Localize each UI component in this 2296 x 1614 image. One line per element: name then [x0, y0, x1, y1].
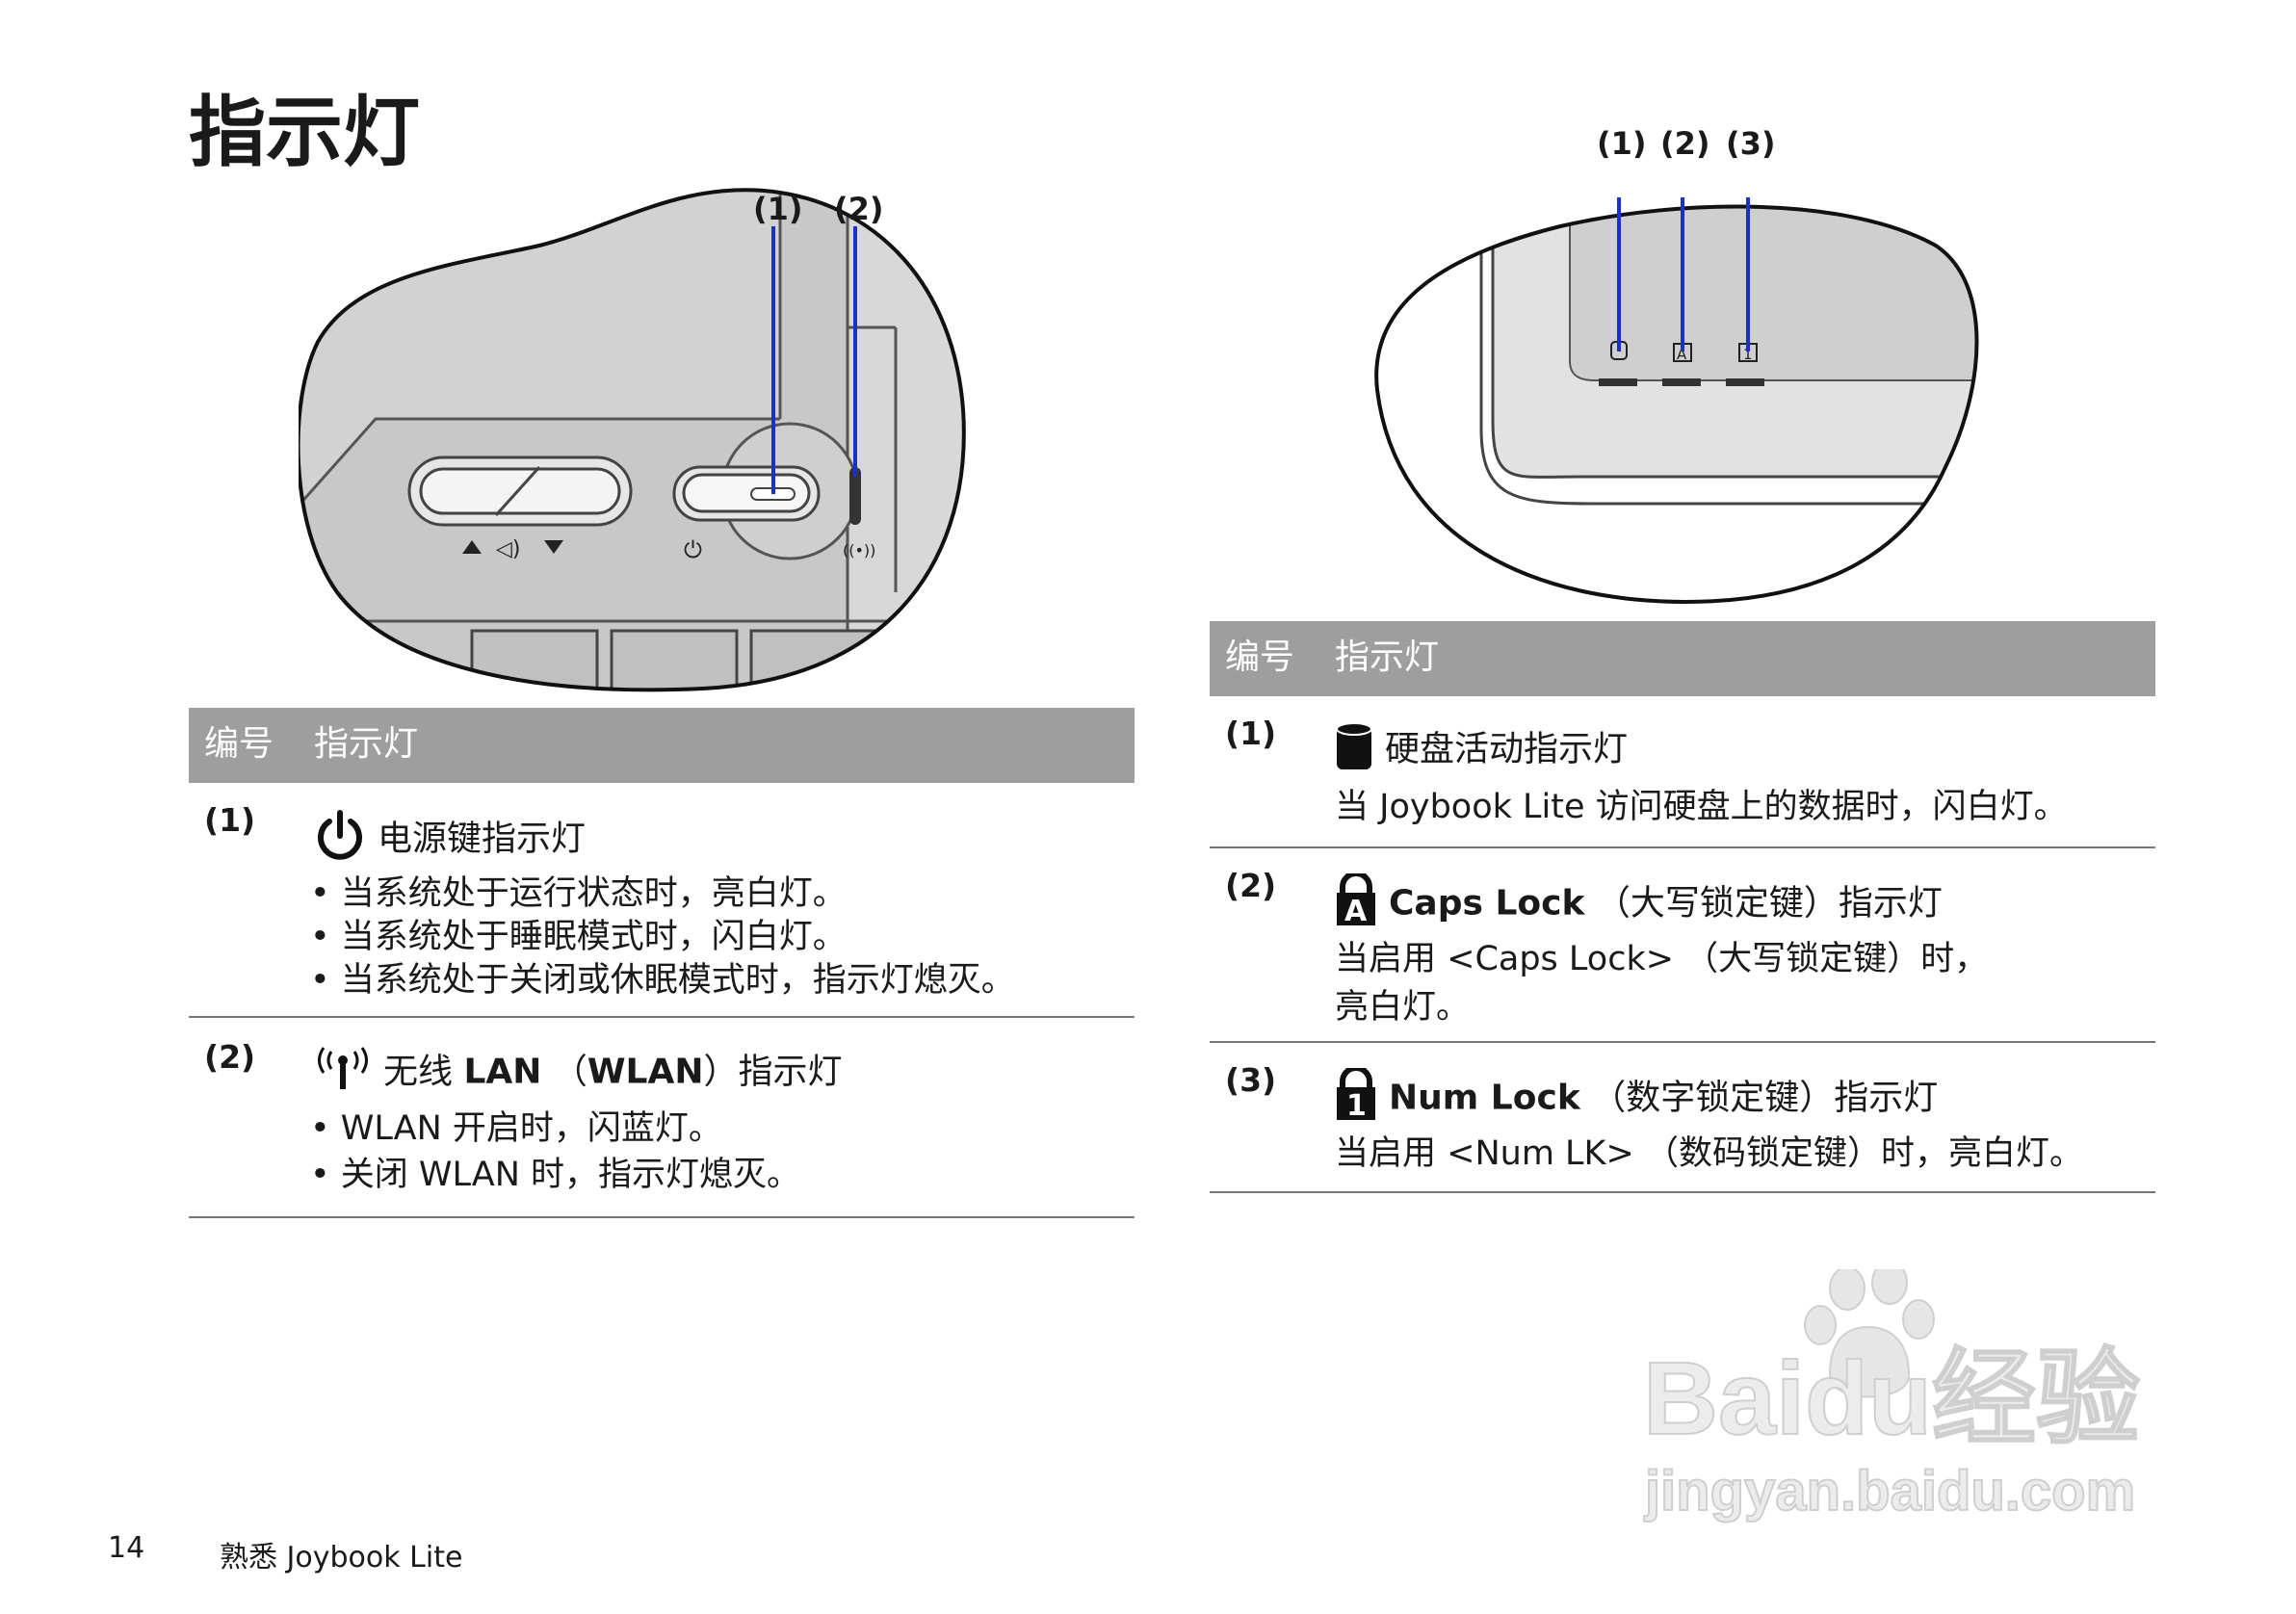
left-callout-2: (2) — [834, 191, 884, 227]
hard-disk-icon — [1335, 721, 1373, 778]
header-indicator: 指示灯 — [314, 724, 419, 764]
power-icon — [314, 810, 366, 869]
table-row: (3) 1 Num Lock （数字锁定键）指示灯 当启用 <Num LK> （… — [1210, 1043, 2155, 1193]
right-table-header: 编号 指示灯 — [1210, 621, 2155, 696]
row-title: 硬盘活动指示灯 — [1335, 721, 1628, 778]
header-number: 编号 — [204, 724, 274, 764]
row-number: (3) — [1225, 1061, 1277, 1099]
svg-text:A: A — [1344, 895, 1368, 927]
right-indicator-table: 编号 指示灯 (1) 硬盘活动指示灯 当 Joybook Lite 访问硬盘上的… — [1210, 621, 2155, 1199]
svg-text:A: A — [1677, 346, 1687, 363]
row-title: 1 Num Lock （数字锁定键）指示灯 — [1335, 1065, 1938, 1129]
header-number: 编号 — [1225, 638, 1295, 677]
row-divider — [1210, 1191, 2155, 1193]
watermark-url: jingyan.baidu.com — [1644, 1460, 2136, 1523]
row-line: • 关闭 WLAN 时，指示灯熄灭。 — [310, 1156, 801, 1194]
svg-text:◁): ◁) — [496, 537, 521, 561]
row-divider — [1210, 1041, 2155, 1043]
table-row: (2) 无线 LAN （WLAN）指示灯 • WLAN 开启时，闪蓝灯。 • 关… — [189, 1018, 1135, 1218]
right-laptop-illustration: A 1 — [1368, 197, 1984, 612]
num-lock-icon: 1 — [1335, 1065, 1377, 1129]
row-line: 当 Joybook Lite 访问硬盘上的数据时，闪白灯。 — [1335, 788, 2068, 826]
page-title: 指示灯 — [189, 88, 420, 177]
left-callout-1: (1) — [753, 191, 803, 227]
row-divider — [189, 1016, 1135, 1018]
row-title: A Caps Lock （大写锁定键）指示灯 — [1335, 871, 1943, 934]
svg-text:1: 1 — [1743, 346, 1753, 363]
row-line: 当启用 <Caps Lock> （大写锁定键）时， — [1335, 940, 1989, 978]
header-indicator: 指示灯 — [1335, 638, 1440, 677]
table-row: (1) 电源键指示灯 • 当系统处于运行状态时，亮白灯。 • 当系统处于睡眠模式… — [189, 783, 1135, 1018]
row-line: • 当系统处于运行状态时，亮白灯。 — [310, 874, 847, 913]
row-divider — [189, 1216, 1135, 1218]
right-callout-1: (1) — [1597, 125, 1647, 162]
row-number: (2) — [1225, 867, 1277, 904]
page-number: 14 — [108, 1531, 145, 1565]
row-line: • WLAN 开启时，闪蓝灯。 — [310, 1109, 722, 1148]
row-number: (1) — [204, 801, 256, 839]
table-row: (2) A Caps Lock （大写锁定键）指示灯 当启用 <Caps Loc… — [1210, 848, 2155, 1043]
right-callout-3: (3) — [1726, 125, 1776, 162]
row-number: (2) — [204, 1038, 256, 1076]
caps-lock-icon: A — [1335, 871, 1377, 934]
row-divider — [1210, 846, 2155, 848]
left-table-header: 编号 指示灯 — [189, 708, 1135, 783]
page-footer: 熟悉 Joybook Lite — [220, 1541, 463, 1575]
right-callout-2: (2) — [1660, 125, 1710, 162]
left-indicator-table: 编号 指示灯 (1) 电源键指示灯 • 当系统处于运行状态时，亮白灯。 • 当系… — [189, 708, 1135, 1218]
row-line: 亮白灯。 — [1335, 988, 1471, 1027]
watermark-brand: Baidu经验 — [1642, 1340, 2141, 1456]
left-laptop-illustration: ◁) ⏻ ((•)) — [299, 188, 973, 698]
row-title: 无线 LAN （WLAN）指示灯 — [314, 1047, 843, 1098]
svg-text:⏻: ⏻ — [684, 536, 702, 563]
row-line: 当启用 <Num LK> （数码锁定键）时，亮白灯。 — [1335, 1134, 2083, 1173]
svg-text:((•)): ((•)) — [843, 541, 875, 560]
svg-text:1: 1 — [1346, 1089, 1367, 1122]
baidu-watermark — [1637, 1261, 2196, 1543]
row-number: (1) — [1225, 715, 1277, 752]
table-row: (1) 硬盘活动指示灯 当 Joybook Lite 访问硬盘上的数据时，闪白灯… — [1210, 696, 2155, 848]
row-title: 电源键指示灯 — [314, 810, 586, 869]
wlan-icon — [314, 1047, 372, 1098]
row-line: • 当系统处于睡眠模式时，闪白灯。 — [310, 918, 847, 956]
row-line: • 当系统处于关闭或休眠模式时，指示灯熄灭。 — [310, 961, 1015, 1000]
